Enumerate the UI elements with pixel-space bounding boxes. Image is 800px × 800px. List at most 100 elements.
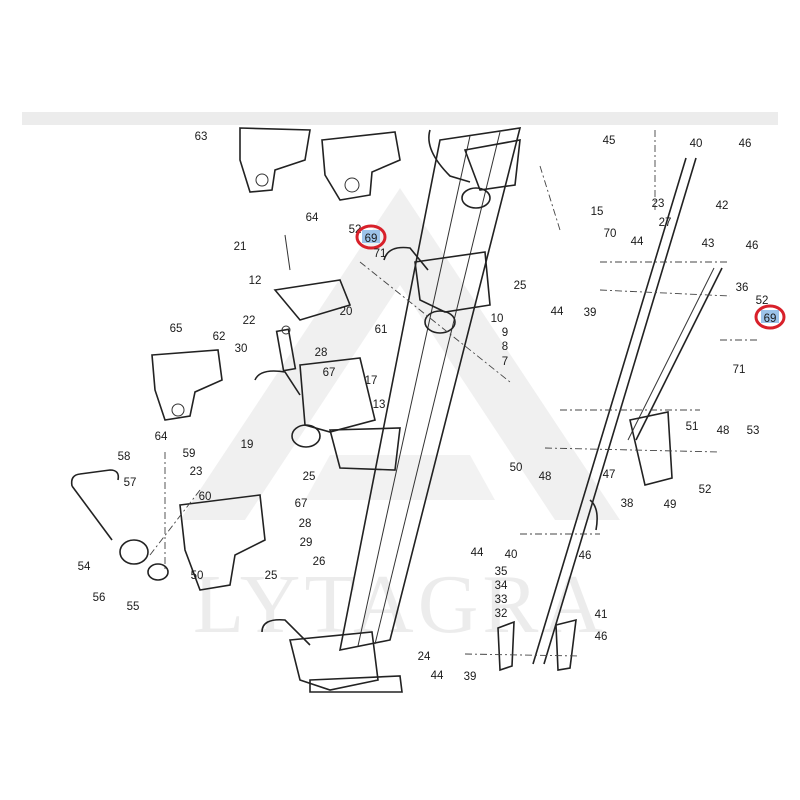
callout-c59: 59 bbox=[183, 448, 196, 460]
callout-c28b: 28 bbox=[299, 518, 312, 530]
callout-label: 44 bbox=[551, 306, 564, 318]
callout-label: 71 bbox=[733, 364, 746, 376]
bracket-top-center bbox=[321, 131, 401, 201]
callout-label: 25 bbox=[514, 280, 527, 292]
wheel-assembly-bottom bbox=[261, 618, 403, 693]
callout-c51: 51 bbox=[686, 421, 699, 433]
callout-c9: 9 bbox=[502, 327, 508, 339]
top-band bbox=[22, 112, 778, 125]
callout-c22: 22 bbox=[243, 315, 256, 327]
callout-c23b: 23 bbox=[652, 198, 665, 210]
callout-label: 46 bbox=[595, 631, 608, 643]
callout-c71b: 71 bbox=[733, 364, 746, 376]
callout-c46a: 46 bbox=[739, 138, 752, 150]
callout-label: 17 bbox=[365, 375, 378, 387]
callout-c26: 26 bbox=[313, 556, 326, 568]
callout-c64b: 64 bbox=[155, 431, 168, 443]
callout-label: 45 bbox=[603, 135, 616, 147]
wheel-assembly-top bbox=[428, 129, 521, 209]
callout-c52c: 52 bbox=[699, 484, 712, 496]
callout-c19: 19 bbox=[241, 439, 254, 451]
callout-c41: 41 bbox=[595, 609, 608, 621]
callout-label: 25 bbox=[303, 471, 316, 483]
callout-c43: 43 bbox=[702, 238, 715, 250]
callout-label: 33 bbox=[495, 594, 508, 606]
callout-label: 28 bbox=[315, 347, 328, 359]
assembly-lines bbox=[149, 130, 760, 657]
callout-label: 19 bbox=[241, 439, 254, 451]
callout-label: 24 bbox=[418, 651, 431, 663]
callout-c20: 20 bbox=[340, 306, 353, 318]
callout-label: 44 bbox=[431, 670, 444, 682]
callout-c40b: 40 bbox=[505, 549, 518, 561]
callout-c48a: 48 bbox=[717, 425, 730, 437]
callout-c65: 65 bbox=[170, 323, 183, 335]
callout-label: 20 bbox=[340, 306, 353, 318]
callout-c62: 62 bbox=[213, 331, 226, 343]
callout-c61: 61 bbox=[375, 324, 388, 336]
callout-c70: 70 bbox=[604, 228, 617, 240]
callout-label: 57 bbox=[124, 477, 137, 489]
callout-label: 23 bbox=[652, 198, 665, 210]
callout-c27: 27 bbox=[659, 217, 672, 229]
shock-absorber-30 bbox=[275, 325, 297, 372]
callout-c34: 34 bbox=[495, 580, 508, 592]
callout-label: 29 bbox=[300, 537, 313, 549]
callout-c38: 38 bbox=[621, 498, 634, 510]
callout-c17: 17 bbox=[365, 375, 378, 387]
callout-c67a: 67 bbox=[323, 367, 336, 379]
callout-c45: 45 bbox=[603, 135, 616, 147]
callout-label: 67 bbox=[323, 367, 336, 379]
callout-c52b: 52 bbox=[756, 295, 769, 307]
callout-label: 48 bbox=[717, 425, 730, 437]
callout-label: 44 bbox=[631, 236, 644, 248]
callout-label: 47 bbox=[603, 469, 616, 481]
wheel-54 bbox=[70, 469, 169, 581]
callout-label: 39 bbox=[584, 307, 597, 319]
callout-label: 28 bbox=[299, 518, 312, 530]
callout-label: 38 bbox=[621, 498, 634, 510]
callout-c40a: 40 bbox=[690, 138, 703, 150]
callout-label: 43 bbox=[702, 238, 715, 250]
callout-label: 15 bbox=[591, 206, 604, 218]
wheel-assembly-lower bbox=[254, 357, 401, 471]
callout-c71a: 71 bbox=[374, 248, 387, 260]
callout-c63: 63 bbox=[195, 131, 208, 143]
wheel-assembly-middle bbox=[383, 246, 491, 334]
callout-label: 26 bbox=[313, 556, 326, 568]
callout-label: 58 bbox=[118, 451, 131, 463]
callout-c44c: 44 bbox=[471, 547, 484, 559]
callout-c69b: 69 bbox=[754, 304, 786, 330]
callout-c23a: 23 bbox=[190, 466, 203, 478]
callout-label: 48 bbox=[539, 471, 552, 483]
callout-c33: 33 bbox=[495, 594, 508, 606]
rod-36 bbox=[627, 267, 723, 441]
callout-c46d: 46 bbox=[595, 631, 608, 643]
callout-c12: 12 bbox=[249, 275, 262, 287]
callout-c39b: 39 bbox=[464, 671, 477, 683]
callout-label: 70 bbox=[604, 228, 617, 240]
callout-label: 27 bbox=[659, 217, 672, 229]
callout-label: 46 bbox=[579, 550, 592, 562]
callout-label: 34 bbox=[495, 580, 508, 592]
highlight-circle bbox=[754, 304, 786, 330]
callout-c48b: 48 bbox=[539, 471, 552, 483]
highlight-fill bbox=[761, 310, 779, 323]
callout-c53: 53 bbox=[747, 425, 760, 437]
bracket-63 bbox=[239, 127, 311, 193]
callout-label: 49 bbox=[664, 499, 677, 511]
callout-label: 69 bbox=[764, 313, 777, 325]
callout-c49: 49 bbox=[664, 499, 677, 511]
callout-label: 32 bbox=[495, 608, 508, 620]
callout-label: 60 bbox=[199, 491, 212, 503]
callout-label: 65 bbox=[170, 323, 183, 335]
callout-label: 13 bbox=[373, 399, 386, 411]
callout-c30: 30 bbox=[235, 343, 248, 355]
watermark-text: LYTAGRA bbox=[192, 558, 608, 651]
callout-label: 36 bbox=[736, 282, 749, 294]
callout-label: 63 bbox=[195, 131, 208, 143]
callout-label: 9 bbox=[502, 327, 508, 339]
callout-c8: 8 bbox=[502, 341, 508, 353]
callout-c54: 54 bbox=[78, 561, 91, 573]
